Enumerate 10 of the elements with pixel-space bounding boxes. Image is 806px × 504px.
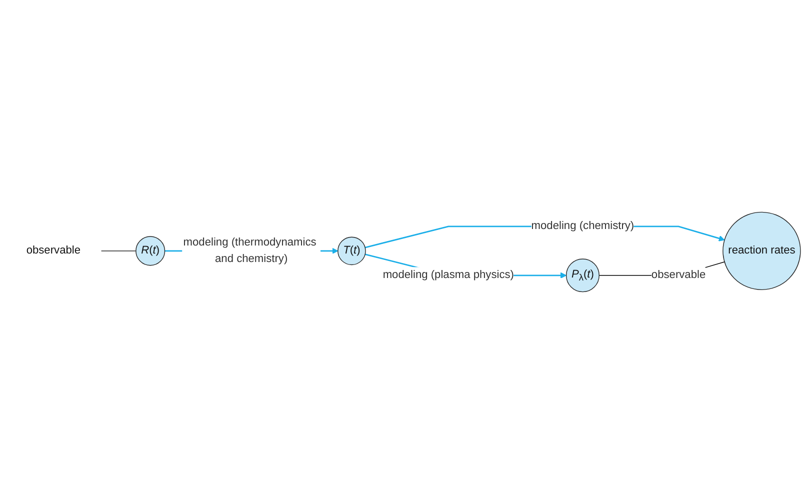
- connector: [100, 250, 136, 252]
- node-circle: R(t): [136, 236, 166, 266]
- edge-label: modeling (thermodynamics and chemistry): [183, 236, 316, 265]
- edge-label: observable: [651, 269, 706, 281]
- edge-label: modeling (plasma physics): [382, 269, 514, 281]
- node-circle: T(t): [338, 236, 366, 266]
- edge-label: modeling (chemistry): [531, 220, 634, 232]
- node-circle: reaction rates: [722, 212, 801, 290]
- node-text: observable: [26, 244, 81, 256]
- node-circle: P$_{λ}$(t): [566, 258, 600, 292]
